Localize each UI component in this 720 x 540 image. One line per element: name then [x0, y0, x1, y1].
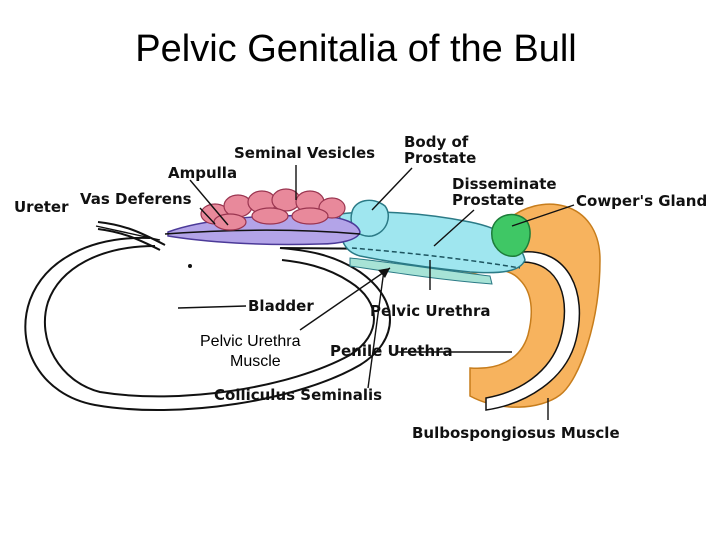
- cowpers-gland-shape: [491, 213, 531, 257]
- label-disseminate-prostate-line2: Prostate: [452, 191, 524, 209]
- ureter-tube: [97, 221, 166, 246]
- label-pelvic-urethra-muscle-line2: Muscle: [230, 353, 281, 370]
- label-cowpers-gland: Cowper's Gland: [576, 192, 707, 210]
- vas-deferens-line: [164, 229, 361, 235]
- seminal-vesicles-shape: [200, 188, 346, 231]
- label-pelvic-urethra-muscle-line1: Pelvic Urethra: [200, 333, 301, 350]
- label-pelvic-urethra: Pelvic Urethra: [370, 302, 490, 320]
- ureter-tube-inner: [97, 228, 161, 251]
- label-disseminate-prostate-line1: Disseminate: [452, 175, 557, 193]
- label-ampulla: Ampulla: [168, 164, 237, 182]
- label-body-of-prostate-line1: Body of: [404, 133, 469, 151]
- label-penile-urethra: Penile Urethra: [330, 342, 453, 360]
- dot-mark: [188, 264, 192, 268]
- urethra-lumen-line: [351, 247, 521, 269]
- bladder-outline: [24, 236, 521, 412]
- leader-lines: [95, 165, 575, 420]
- label-vas-deferens: Vas Deferens: [80, 190, 192, 208]
- label-ureter: Ureter: [14, 198, 69, 216]
- label-bladder: Bladder: [248, 297, 314, 315]
- penile-urethra-path: [485, 251, 581, 411]
- pelvic-urethra-body: [338, 211, 526, 274]
- label-body-of-prostate-line2: Prostate: [404, 149, 476, 167]
- page-title: Pelvic Genitalia of the Bull: [135, 28, 577, 70]
- label-colliculus-seminalis: Colliculus Seminalis: [214, 386, 382, 404]
- bladder-inner-outline: [43, 245, 375, 398]
- label-seminal-vesicles: Seminal Vesicles: [234, 144, 375, 162]
- label-bulbospongiosus-muscle: Bulbospongiosus Muscle: [412, 424, 620, 442]
